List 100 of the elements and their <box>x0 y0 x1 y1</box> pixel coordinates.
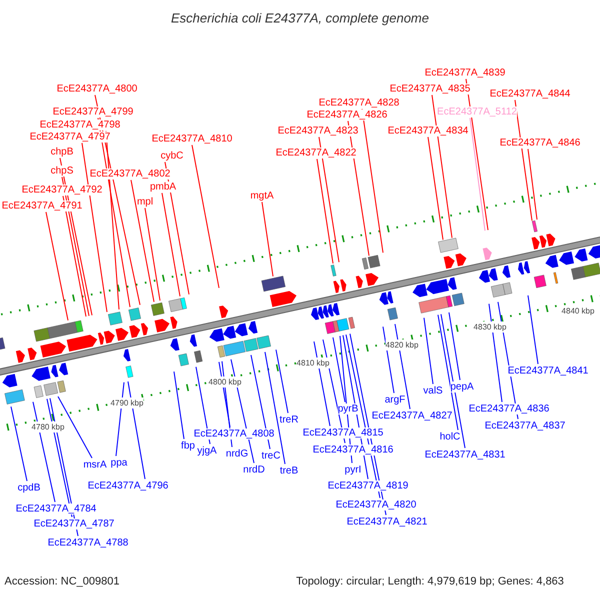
leader-line <box>116 382 124 456</box>
leader-line <box>362 108 384 254</box>
gene-label: argF <box>384 394 406 406</box>
gene-label: EcE24377A_4839 <box>424 68 506 78</box>
gene-label: treC <box>262 450 280 462</box>
genome-stats-text: Topology: circular; Length: 4,979,619 bp; Genes: 4,863 <box>296 576 564 588</box>
gene-label: EcE24377A_4834 <box>388 126 468 136</box>
gene-label: nrdD <box>243 464 265 476</box>
scale-label: 4820 kbp <box>386 340 418 350</box>
gene-label: EcE24377A_4835 <box>390 84 470 94</box>
gene-label: pyrB <box>338 404 358 414</box>
scale-label: 4790 kbp <box>110 398 144 408</box>
leader-line <box>438 314 458 430</box>
gene-label: mgtA <box>250 190 274 202</box>
leader-line <box>250 354 270 450</box>
scale-label: 4840 kbp <box>562 306 594 316</box>
leader-line <box>432 94 452 238</box>
leader-line <box>276 349 288 414</box>
gene-label: pmbA <box>150 182 176 192</box>
gene-label: yjgA <box>197 446 217 456</box>
gene-label: msrA <box>83 460 107 470</box>
gene-label: EcE24377A_4784 <box>16 504 96 514</box>
gene-label: EcE24377A_4844 <box>490 88 570 100</box>
gene-label: cybC <box>160 150 184 162</box>
gene-label: EcE24377A_4837 <box>484 420 566 432</box>
gene-label: chpB <box>50 146 74 158</box>
leader-line <box>58 396 92 458</box>
gene-label: EcE24377A_4798 <box>40 120 120 130</box>
leader-line <box>264 352 286 464</box>
leader-line <box>382 326 394 394</box>
leader-line <box>332 336 346 402</box>
leader-line <box>144 208 160 302</box>
diagram-title: Escherichia coli E24377A, complete genome <box>171 12 429 24</box>
gene-label: EcE24377A_4820 <box>336 500 416 510</box>
gene-label: treR <box>280 414 298 426</box>
gene-label: EcE24377A_4823 <box>278 126 358 136</box>
gene-label: EcE24377A_4787 <box>34 518 114 530</box>
leader-line <box>130 180 154 302</box>
gene-label: EcE24377A_4815 <box>302 428 384 438</box>
gene-label: holC <box>440 432 460 442</box>
scale-label: 4810 kbp <box>296 358 330 368</box>
leader-line <box>196 366 210 444</box>
leader-line <box>318 136 340 263</box>
gene-label: EcE24377A_4802 <box>90 168 170 180</box>
gene-label: EcE24377A_4792 <box>22 184 102 196</box>
leader-line <box>106 130 120 310</box>
leader-line <box>470 118 486 232</box>
leader-line <box>46 212 68 321</box>
leader-line <box>428 136 444 240</box>
scale-label: 4800 kbp <box>208 376 242 388</box>
gene-label: EcE24377A_4846 <box>500 138 580 148</box>
gene-label: ppa <box>110 458 128 468</box>
leader-line <box>488 303 502 402</box>
gene-label: pepA <box>450 382 474 392</box>
leader-line <box>316 158 334 264</box>
leader-line <box>192 144 220 288</box>
gene-label: EcE24377A_4816 <box>312 444 394 456</box>
gene-label: EcE24377A_4827 <box>372 410 452 422</box>
gene-label: valS <box>423 386 443 396</box>
gene-label: EcE24377A_4826 <box>306 110 388 120</box>
gene-label: EcE24377A_4828 <box>318 98 400 108</box>
leader-line <box>10 406 28 482</box>
leader-line <box>440 314 466 448</box>
gene-label: EcE24377A_4808 <box>194 428 274 440</box>
leader-line <box>424 317 434 384</box>
leader-line <box>82 142 108 312</box>
gene-label: cpdB <box>18 482 40 494</box>
gene-label: fbp <box>181 440 195 452</box>
gene-label: pyrI <box>344 464 362 476</box>
gene-label: EcE24377A_5112 <box>437 106 517 118</box>
leader-line <box>262 202 274 277</box>
leader-line <box>62 176 90 316</box>
leader-line <box>528 294 538 364</box>
leader-line <box>466 78 488 231</box>
gene-label: EcE24377A_4822 <box>276 148 356 158</box>
leader-line <box>314 341 330 426</box>
leader-line <box>528 148 538 220</box>
gene-label: EcE24377A_4788 <box>48 538 128 548</box>
leader-line <box>32 401 56 502</box>
gene-label: nrdG <box>226 448 248 460</box>
leader-line <box>174 371 184 440</box>
gene-label: EcE24377A_4819 <box>328 480 408 492</box>
gene-label: EcE24377A_4841 <box>508 366 588 376</box>
gene-label: chpS <box>50 166 74 176</box>
leader-line <box>162 192 180 297</box>
gene-label: EcE24377A_4799 <box>52 106 134 118</box>
leader-line <box>62 196 86 317</box>
gene-label: EcE24377A_4831 <box>424 450 506 460</box>
gene-label: mpl <box>136 196 154 208</box>
gene-label: EcE24377A_4796 <box>88 480 168 492</box>
gene-label: treB <box>280 466 298 476</box>
gene-label: EcE24377A_4791 <box>2 200 82 212</box>
gene-label: EcE24377A_4821 <box>346 516 428 528</box>
gene-label: EcE24377A_4836 <box>468 404 550 414</box>
gene-label: EcE24377A_4810 <box>152 134 232 144</box>
gene-label: EcE24377A_4800 <box>56 84 138 94</box>
leader-line <box>394 324 410 410</box>
gene-label: EcE24377A_4797 <box>30 132 110 142</box>
leader-line <box>448 312 460 380</box>
scale-label: 4780 kbp <box>32 422 64 432</box>
